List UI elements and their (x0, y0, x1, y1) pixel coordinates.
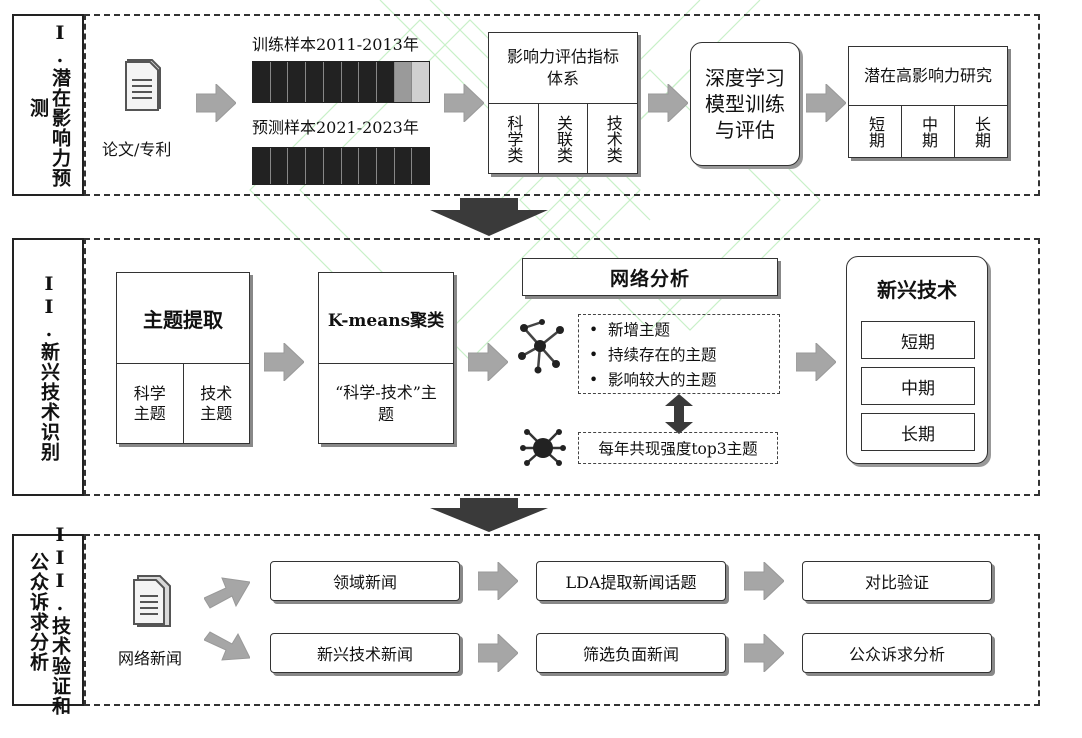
news-doc-label: 网络新闻 (118, 649, 183, 668)
arrow-right-icon (264, 343, 304, 381)
kmeans-sub: “科学-技术”主题 (335, 382, 437, 424)
model-box: 深度学习模型训练与评估 (690, 42, 800, 166)
topic-col-2: 技术主题 (182, 364, 250, 444)
potential-col-2: 中期 (901, 106, 954, 158)
news-icon (132, 574, 172, 628)
list-item: • 新增主题 (589, 321, 671, 339)
train-bar (252, 61, 430, 103)
arrow-right-icon (806, 84, 846, 122)
arrow-right-icon (478, 562, 518, 600)
public-demand-box: 公众诉求分析 (802, 633, 992, 673)
potential-col-1: 短期 (866, 116, 885, 148)
down-arrow-icon (430, 198, 548, 236)
compare-label: 对比验证 (864, 573, 929, 592)
double-arrow-icon (665, 394, 693, 434)
list-item: • 持续存在的主题 (589, 346, 717, 364)
section-label-3: III.技术验证和 公众诉求分析 (12, 524, 84, 716)
topic-extract-box: 主题提取 科学主题 技术主题 (116, 272, 250, 444)
metrics-col-3: 技术类 (587, 104, 637, 174)
domain-news-label: 领域新闻 (332, 573, 397, 592)
arrow-right-icon (196, 84, 236, 122)
section-label-1-line1: I.潜在影响力预 (48, 22, 71, 188)
section-label-3-line1: III.技术验证和 (48, 524, 71, 716)
network-analysis-box: 网络分析 (522, 258, 778, 296)
train-label: 训练样本2011-2013年 (252, 35, 419, 54)
top3-box: 每年共现强度top3主题 (578, 432, 778, 464)
domain-news-box: 领域新闻 (270, 561, 460, 601)
arrow-right-icon (444, 84, 484, 122)
lda-box: LDA提取新闻话题 (536, 561, 726, 601)
section-label-3-line2: 公众诉求分析 (27, 552, 49, 672)
emerging-types-list: • 新增主题 • 持续存在的主题 • 影响较大的主题 (578, 314, 780, 394)
section-label-2: II.新兴技术识别 (12, 238, 84, 496)
public-demand-label: 公众诉求分析 (848, 645, 945, 664)
section-label-2-line1: II.新兴技术识别 (37, 272, 60, 462)
compare-box: 对比验证 (802, 561, 992, 601)
potential-title: 潜在高影响力研究 (849, 47, 1007, 106)
doc-label: 论文/专利 (102, 140, 172, 159)
emerging-title: 新兴技术 (877, 277, 957, 302)
network-title: 网络分析 (609, 267, 690, 290)
top3-label: 每年共现强度top3主题 (598, 440, 758, 458)
arrow-right-icon (744, 562, 784, 600)
emerging-term-3: 长期 (861, 413, 975, 451)
emerging-news-box: 新兴技术新闻 (270, 633, 460, 673)
emerging-term-2: 中期 (861, 367, 975, 405)
section-potential-impact (84, 14, 1040, 196)
kmeans-box: K-means聚类 “科学-技术”主题 (318, 272, 454, 444)
negative-news-box: 筛选负面新闻 (536, 633, 726, 673)
kmeans-title: K-means聚类 (319, 273, 453, 364)
arrow-right-icon (796, 343, 836, 381)
predict-bar (252, 147, 430, 185)
emerging-tech-box: 新兴技术 短期 中期 长期 (846, 256, 988, 464)
topic-title: 主题提取 (117, 273, 249, 364)
network-icon (518, 319, 564, 374)
arrow-right-icon (744, 634, 784, 672)
metrics-col-2: 关联类 (537, 104, 588, 174)
lda-label: LDA提取新闻话题 (565, 573, 697, 592)
section-validation (84, 534, 1040, 706)
arrow-up-right-icon (204, 577, 250, 609)
cluster-icon (520, 429, 566, 466)
emerging-news-label: 新兴技术新闻 (316, 645, 413, 664)
metrics-col-1: 科学类 (504, 115, 524, 163)
potential-col-3: 长期 (954, 106, 1007, 158)
negative-news-label: 筛选负面新闻 (582, 645, 679, 664)
arrow-right-icon (478, 634, 518, 672)
model-label: 深度学习模型训练与评估 (705, 66, 785, 142)
arrow-right-icon (468, 343, 508, 381)
down-arrow-icon (430, 498, 548, 532)
metrics-box: 影响力评估指标体系 科学类 关联类 技术类 (488, 32, 638, 174)
metrics-title: 影响力评估指标体系 (489, 33, 637, 104)
section-label-1: I.潜在影响力预 测 (12, 14, 84, 196)
topic-col-1: 科学主题 (133, 384, 166, 423)
arrow-right-icon (648, 84, 688, 122)
emerging-term-1: 短期 (861, 321, 975, 359)
list-item: • 影响较大的主题 (589, 371, 717, 389)
potential-box: 潜在高影响力研究 短期 中期 长期 (848, 46, 1008, 158)
predict-label: 预测样本2021-2023年 (252, 118, 419, 137)
section-label-1-line2: 测 (27, 98, 49, 118)
arrow-down-right-icon (204, 631, 250, 661)
document-icon (124, 56, 164, 112)
section-emerging-tech (84, 238, 1040, 496)
